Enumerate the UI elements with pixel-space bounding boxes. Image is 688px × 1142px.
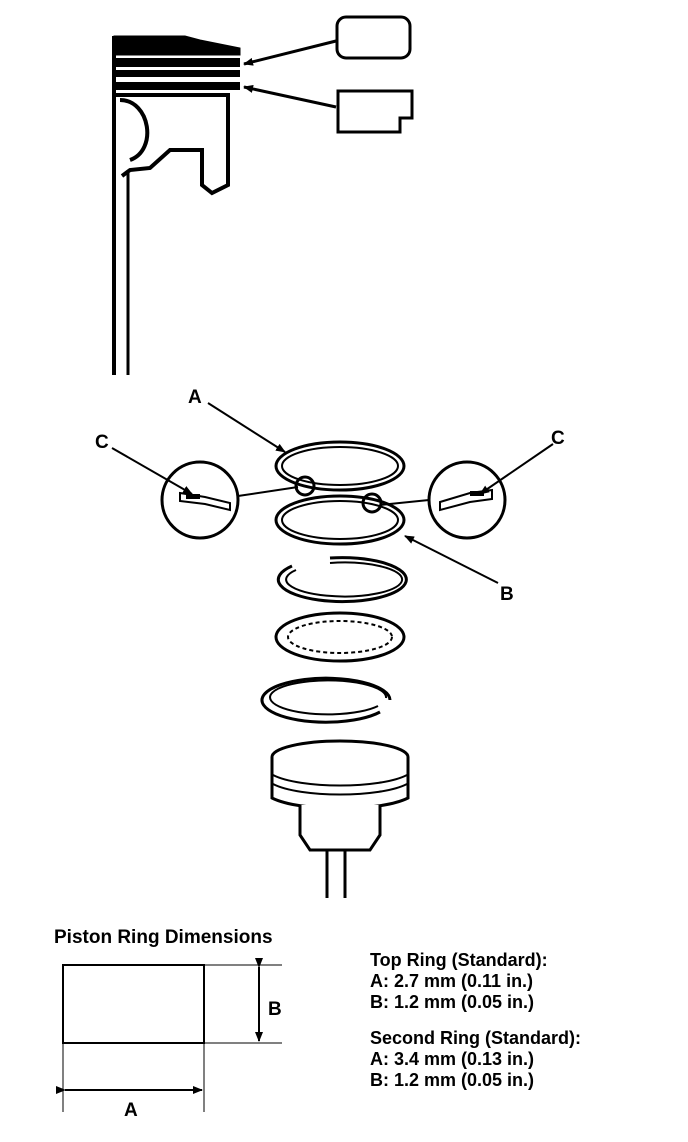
callout-leaders [111,402,554,584]
dimensions-title: Piston Ring Dimensions [54,927,273,948]
gap-detail-right [379,460,507,540]
top-ring-a-value: A: 2.7 mm (0.11 in.) [370,971,534,991]
gap-detail-left [160,460,299,540]
piston-assembly [270,739,410,898]
second-ring [274,494,406,546]
piston-cross-section [112,35,241,375]
top-ring-b-value: B: 1.2 mm (0.05 in.) [370,992,535,1012]
dimension-label-b: B [268,999,282,1020]
oil-ring-spacer [274,611,406,663]
second-ring-heading: Second Ring (Standard): [370,1028,581,1048]
top-ring-heading: Top Ring (Standard): [370,950,548,970]
label-a: A [188,387,202,408]
second-ring-a-value: A: 3.4 mm (0.13 in.) [370,1049,535,1069]
top-ring-spec: Top Ring (Standard): A: 2.7 mm (0.11 in.… [370,950,548,1013]
second-ring-gap-marker [361,492,383,514]
oil-ring-rail-lower [260,676,392,724]
oil-ring-rail-upper [276,556,408,604]
ring-stack [260,440,408,724]
second-ring-profile-icon [336,89,414,134]
ring-callout-arrows [243,39,337,109]
second-ring-spec: Second Ring (Standard): A: 3.4 mm (0.13 … [370,1028,581,1091]
label-c-right: C [551,428,565,449]
top-ring-gap-marker [294,475,316,497]
label-c-left: C [95,432,109,453]
top-ring [274,440,406,492]
label-b: B [500,584,514,605]
ring-dimension-figure [56,958,282,1112]
top-ring-profile-icon [335,15,412,60]
second-ring-b-value: B: 1.2 mm (0.05 in.) [370,1070,535,1090]
dimension-label-a: A [124,1100,138,1121]
